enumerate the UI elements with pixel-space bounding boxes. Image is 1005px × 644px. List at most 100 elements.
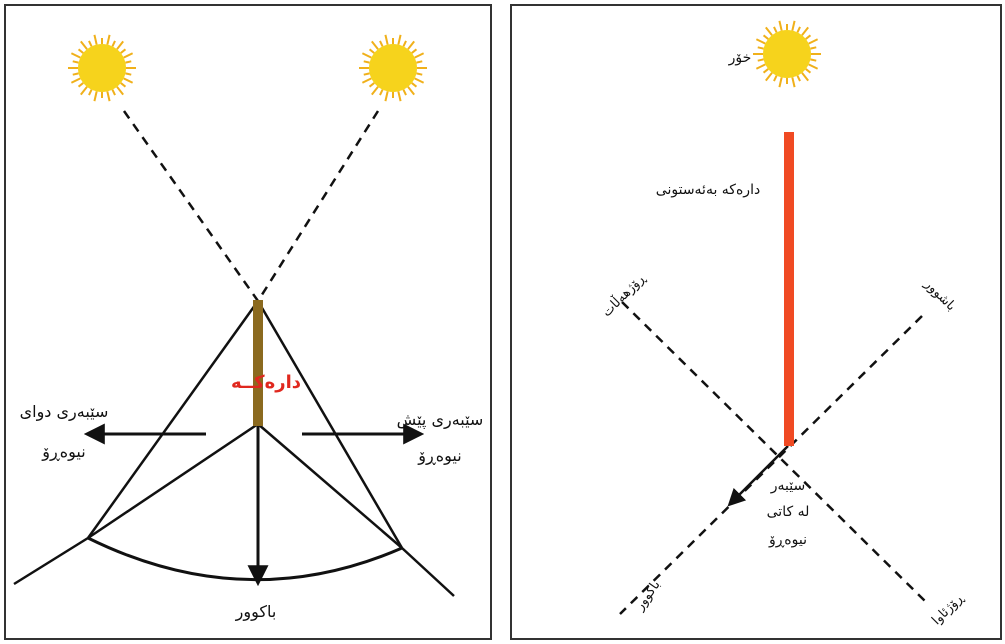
left-diagram-svg xyxy=(13,34,455,597)
sun-ray xyxy=(371,40,379,50)
sun-ray xyxy=(120,48,127,54)
sun-ray xyxy=(411,48,418,54)
sun-ray xyxy=(402,40,407,47)
sun-ray xyxy=(116,40,124,50)
sun-ray xyxy=(810,46,817,50)
shadow-arrow xyxy=(727,445,789,507)
sun-ray xyxy=(778,77,783,88)
sun-icon-right xyxy=(359,34,427,102)
sun-ray xyxy=(416,60,423,64)
shadow-before-noon-line1: سێبەری پێش xyxy=(396,410,484,429)
sun-ray xyxy=(773,75,778,82)
sun-ray xyxy=(70,77,81,84)
pole-right xyxy=(784,132,794,446)
sun-ray xyxy=(805,68,812,74)
sun-ray xyxy=(368,82,375,88)
south-north-line xyxy=(619,315,923,615)
sun-ray xyxy=(762,68,769,74)
sun-ray xyxy=(88,89,93,96)
sun-ray xyxy=(123,77,134,84)
sun-ray xyxy=(125,60,132,64)
sun-ray xyxy=(762,34,769,40)
sun-ray xyxy=(796,26,801,33)
sun-ray xyxy=(755,63,766,70)
sun-ray xyxy=(791,20,796,31)
sun-ray xyxy=(757,46,764,50)
cone-line-left xyxy=(86,300,260,539)
sun-ray xyxy=(402,89,407,96)
shadow-noon-line2: لە کاتی xyxy=(766,504,810,520)
sun-ray xyxy=(414,52,425,59)
sun-ray xyxy=(363,60,370,64)
sun-ray xyxy=(368,48,375,54)
sun-ray xyxy=(791,77,796,88)
sun-ray xyxy=(810,58,817,62)
sun-ray xyxy=(755,38,766,45)
sun-ray xyxy=(765,72,773,82)
sun-ray xyxy=(801,26,809,36)
sun-ray xyxy=(77,48,84,54)
ground-line-right xyxy=(401,547,455,597)
sun-ray xyxy=(93,91,98,102)
sun-ray xyxy=(80,40,88,50)
sun-ray xyxy=(379,40,384,47)
sun-ray xyxy=(125,72,132,76)
sun-ray xyxy=(116,86,124,96)
sun-ray xyxy=(72,60,79,64)
sun-ray xyxy=(757,58,764,62)
sun-ray xyxy=(808,38,819,45)
sun-ray xyxy=(416,72,423,76)
sun-ray xyxy=(80,86,88,96)
sun-ray xyxy=(88,40,93,47)
east-west-line xyxy=(621,301,929,605)
sun-ray xyxy=(123,52,134,59)
pole-label-right: دارەکە بەئەستونی xyxy=(655,182,761,198)
sun-ray xyxy=(93,34,98,45)
sun-ray xyxy=(808,63,819,70)
sun-ray xyxy=(796,75,801,82)
sun-ray xyxy=(805,34,812,40)
sun-ray-left xyxy=(122,110,260,302)
cone-line-right xyxy=(256,300,404,549)
sun-ray xyxy=(407,86,415,96)
sun-ray xyxy=(384,34,389,45)
sun-icon-left xyxy=(68,34,136,102)
sun-ray xyxy=(384,91,389,102)
shadow-noon-line3: نیوەڕۆ xyxy=(769,532,807,548)
base-line-right xyxy=(257,423,403,549)
sun-ray xyxy=(411,82,418,88)
sun-label: خۆر xyxy=(728,50,752,66)
sun-ray xyxy=(120,82,127,88)
sun-ray xyxy=(111,40,116,47)
right-diagram-panel: خۆر دارەکە بەئەستونی ڕۆژهەڵات باشوور باک… xyxy=(510,4,1002,640)
sun-ray xyxy=(70,52,81,59)
sun-ray xyxy=(106,34,111,45)
sun-ray xyxy=(801,72,809,82)
right-diagram-svg xyxy=(619,20,929,615)
sun-icon xyxy=(753,20,821,88)
sun-ray xyxy=(397,91,402,102)
sun-ray xyxy=(363,72,370,76)
sun-ray xyxy=(773,26,778,33)
shadow-noon-line1: سێبەر xyxy=(770,478,806,494)
pole-left xyxy=(253,300,263,426)
sun-ray xyxy=(361,52,372,59)
shadow-before-noon-line2: نیوەڕۆ xyxy=(418,446,462,465)
sun-ray xyxy=(111,89,116,96)
shadow-after-noon-line2: نیوەڕۆ xyxy=(42,442,86,461)
ground-line-left xyxy=(13,536,89,586)
sun-ray xyxy=(72,72,79,76)
sun-ray-right xyxy=(256,110,380,302)
sun-ray xyxy=(77,82,84,88)
sun-ray xyxy=(106,91,111,102)
shadow-after-noon-line1: سێبەری دوای xyxy=(19,402,109,421)
pole-label: دارەکــە xyxy=(230,372,302,393)
sun-ray xyxy=(379,89,384,96)
base-line-left xyxy=(87,422,259,540)
sun-ray xyxy=(397,34,402,45)
shadow-arc xyxy=(87,536,403,582)
sun-ray xyxy=(371,86,379,96)
sun-ray xyxy=(407,40,415,50)
north-label: باکوور xyxy=(235,602,277,621)
sun-ray xyxy=(778,20,783,31)
